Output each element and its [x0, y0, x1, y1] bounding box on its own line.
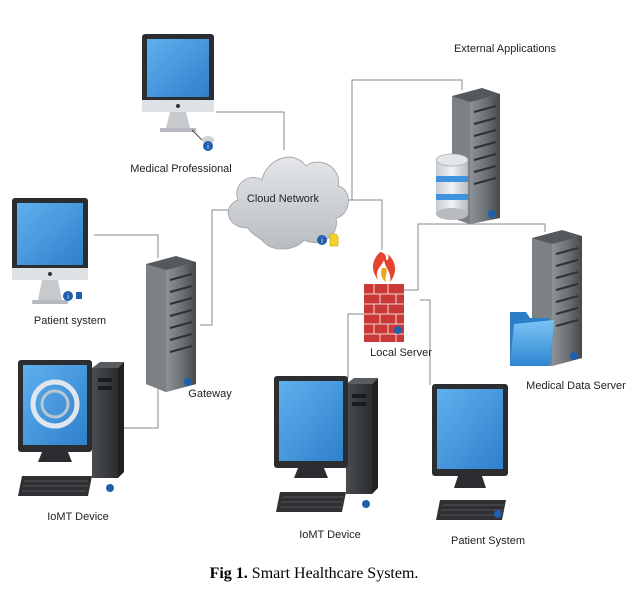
cloud-network-icon: i: [227, 156, 349, 250]
link-cloud-localserver: [340, 199, 383, 250]
svg-text:i: i: [321, 238, 323, 245]
caption-text: Smart Healthcare System.: [247, 565, 419, 582]
info-icon: [362, 500, 370, 508]
svg-text:i: i: [207, 144, 209, 151]
label-gateway: Gateway: [188, 388, 232, 400]
label-medical-data-server: Medical Data Server: [526, 380, 626, 392]
info-icon: [488, 210, 496, 218]
info-icon: [106, 484, 114, 492]
link-cloud-gateway: [200, 209, 232, 326]
label-iomt-device-center: IoMT Device: [299, 529, 361, 541]
iomt-device-left-computer: [18, 360, 124, 496]
info-icon: [63, 291, 73, 301]
patient-system-left-computer: i: [12, 198, 88, 304]
label-iomt-device-left: IoMT Device: [47, 511, 109, 523]
info-icon: [184, 378, 192, 386]
gateway-server: [146, 256, 196, 392]
note-icon: [76, 292, 82, 299]
medical-professional-computer: i: [142, 34, 214, 151]
link-iomt-gateway: [120, 385, 159, 429]
label-cloud-network: Cloud Network: [247, 193, 320, 205]
note-icon: [329, 233, 339, 247]
label-medical-professional: Medical Professional: [130, 163, 232, 175]
device-logo-icon: [30, 379, 80, 429]
folder-icon: [510, 312, 554, 366]
figure-caption: Fig 1. Smart Healthcare System.: [0, 565, 628, 583]
link-patient-gateway: [94, 234, 159, 258]
iomt-device-center-computer: [274, 376, 378, 512]
caption-prefix: Fig 1.: [209, 565, 248, 582]
info-icon: [494, 510, 502, 518]
firewall-icon: [364, 252, 404, 342]
label-patient-system-right: Patient System: [451, 535, 525, 547]
link-local-patient: [420, 299, 431, 385]
smart-healthcare-diagram: i Medical Professional i Cloud Network E…: [12, 34, 626, 547]
link-medpro-cloud: [216, 111, 285, 150]
info-icon: [394, 326, 402, 334]
label-external-applications: External Applications: [454, 43, 557, 55]
svg-text:i: i: [67, 294, 69, 301]
link-local-mdserver: [404, 223, 546, 291]
link-local-iomt: [347, 313, 364, 378]
patient-system-right-computer: [432, 384, 508, 520]
label-local-server: Local Server: [370, 347, 432, 359]
label-patient-system-left: Patient system: [34, 315, 106, 327]
info-icon: [203, 141, 213, 151]
info-icon: [570, 352, 578, 360]
database-icon: [435, 153, 469, 220]
info-icon: [317, 235, 327, 245]
